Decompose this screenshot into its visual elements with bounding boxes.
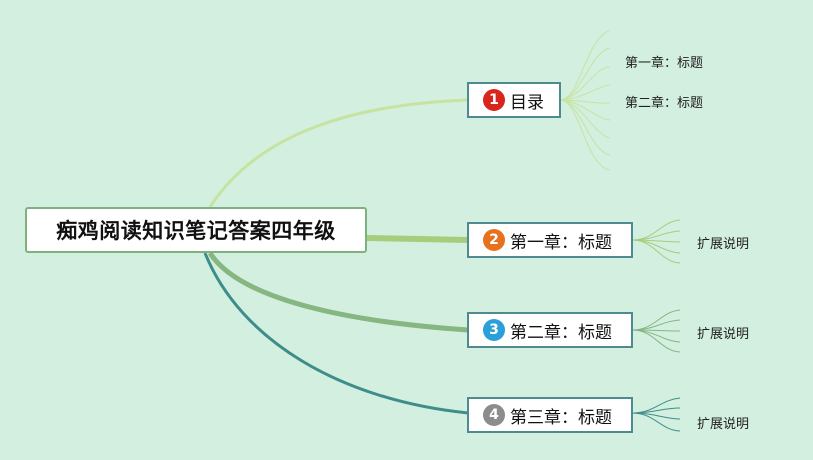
branch-label-1: 目录: [510, 92, 544, 113]
connector-branch-2: [366, 235, 469, 243]
central-topic[interactable]: 痴鸡阅读知识笔记答案四年级: [25, 207, 367, 253]
sub-topic-2-1[interactable]: 扩展说明: [697, 237, 750, 252]
number-badge-4: 4: [483, 404, 505, 426]
fan-branch-4: [631, 397, 681, 432]
connector-branch-3: [207, 251, 469, 333]
branch-label-2: 第一章：标题: [510, 232, 612, 253]
branch-node-3[interactable]: 3 第二章：标题: [467, 312, 633, 348]
branch-node-2[interactable]: 2 第一章：标题: [467, 222, 633, 258]
number-badge-2: 2: [483, 229, 505, 251]
branch-label-3: 第二章：标题: [510, 322, 612, 343]
number-badge-3: 3: [483, 319, 505, 341]
sub-topic-3-1[interactable]: 扩展说明: [697, 327, 750, 342]
fan-branch-2: [631, 219, 681, 264]
fan-branch-1: [559, 29, 611, 171]
sub-topic-4-1[interactable]: 扩展说明: [697, 417, 750, 432]
number-badge-1: 1: [483, 89, 505, 111]
sub-topic-1-2[interactable]: 第二章：标题: [625, 96, 704, 111]
branch-node-4[interactable]: 4 第三章：标题: [467, 397, 633, 433]
branch-node-1[interactable]: 1 目录: [467, 82, 561, 118]
sub-topic-1-1[interactable]: 第一章：标题: [625, 56, 704, 71]
fan-branch-3: [631, 309, 681, 353]
connector-branch-1: [208, 98, 469, 208]
central-topic-label: 痴鸡阅读知识笔记答案四年级: [56, 219, 336, 243]
branch-label-4: 第三章：标题: [510, 407, 612, 428]
connector-branch-4: [203, 252, 469, 415]
